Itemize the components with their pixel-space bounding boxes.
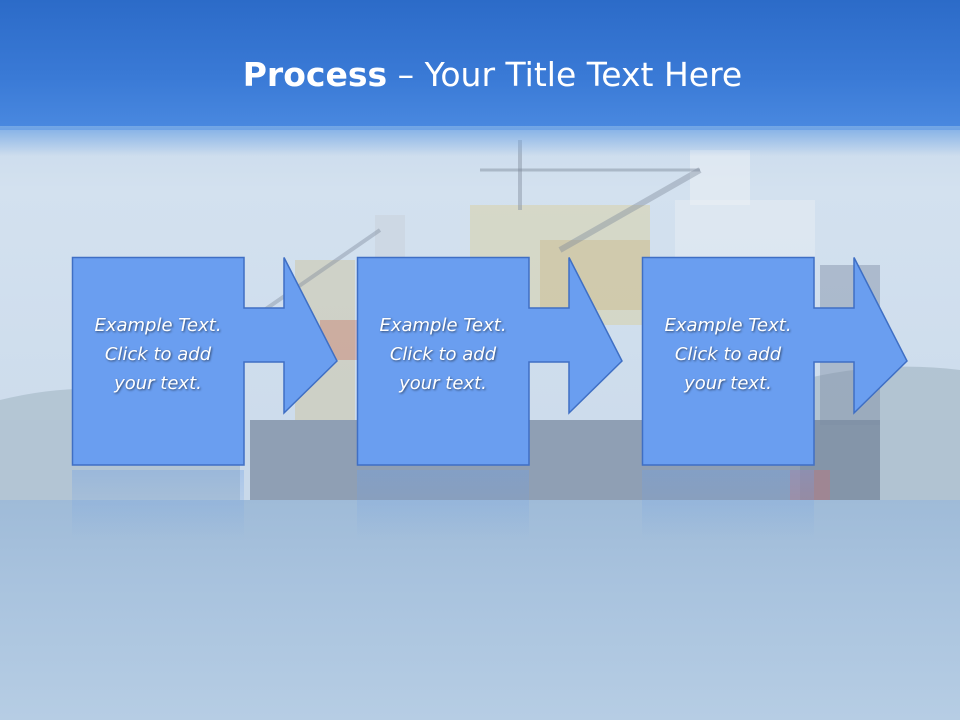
step-3-reflection (642, 470, 814, 540)
step-2-line-2: Click to add (389, 344, 497, 365)
sea (0, 500, 960, 720)
process-step-1[interactable]: Example Text. Click to add your text. (71, 256, 342, 467)
step-1-line-2: Click to add (104, 344, 212, 365)
process-step-2[interactable]: Example Text. Click to add your text. (356, 256, 627, 467)
step-3-line-1: Example Text. (664, 315, 792, 336)
process-step-3[interactable]: Example Text. Click to add your text. (641, 256, 912, 467)
step-2-text[interactable]: Example Text. Click to add your text. (357, 311, 529, 398)
step-1-reflection (72, 470, 244, 540)
step-1-line-3: your text. (114, 373, 202, 394)
step-3-text[interactable]: Example Text. Click to add your text. (642, 311, 814, 398)
step-3-line-3: your text. (684, 373, 772, 394)
step-3-line-2: Click to add (674, 344, 782, 365)
arrow-box-shape (356, 256, 623, 466)
title-banner (0, 0, 960, 130)
step-1-line-1: Example Text. (94, 315, 222, 336)
arrow-box-shape (641, 256, 908, 466)
arrow-box-shape (71, 256, 338, 466)
step-2-reflection (357, 470, 529, 540)
slide-title-rest: – Your Title Text Here (387, 55, 743, 94)
title-banner-fade (0, 126, 960, 156)
slide-title[interactable]: Process – Your Title Text Here (0, 52, 960, 98)
slide-title-bold: Process (242, 55, 388, 94)
step-2-line-3: your text. (399, 373, 487, 394)
step-1-text[interactable]: Example Text. Click to add your text. (72, 311, 244, 398)
step-2-line-1: Example Text. (379, 315, 507, 336)
